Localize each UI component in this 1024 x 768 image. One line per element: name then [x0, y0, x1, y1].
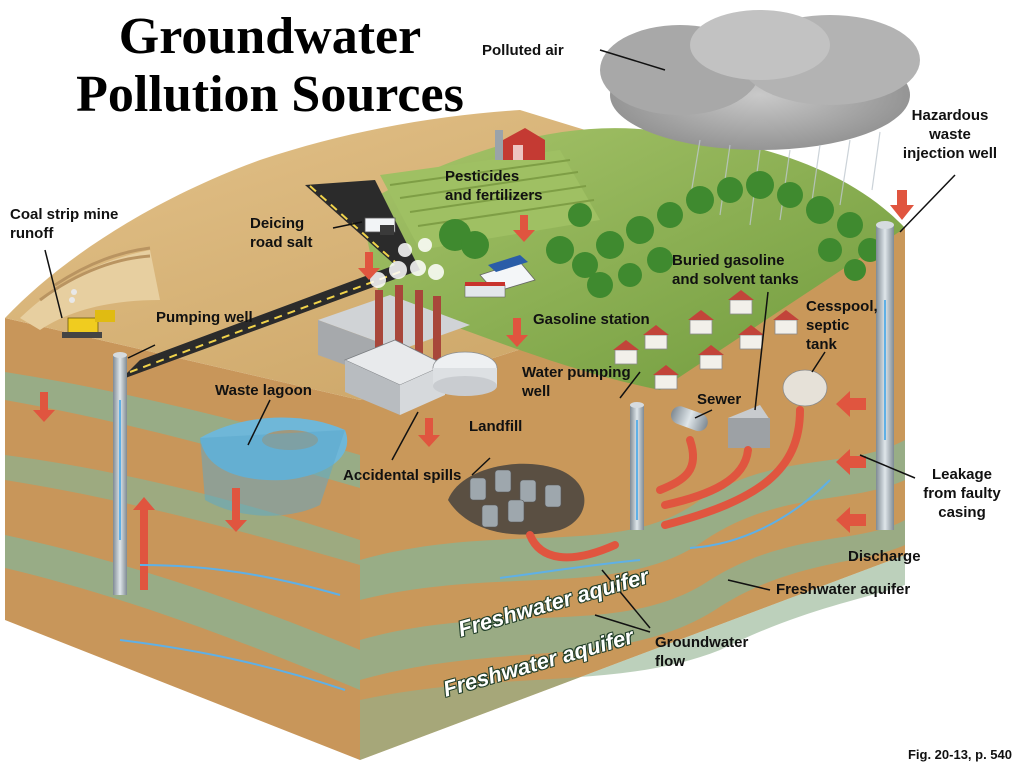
label-buried-tanks-l2: and solvent tanks [672, 271, 799, 288]
title-line-1: Groundwater [118, 8, 422, 65]
label-discharge: Discharge [848, 548, 921, 565]
leader-lines [44, 49, 956, 633]
label-deicing-l1: Deicing [250, 215, 305, 232]
label-pesticides-l2: and fertilizers [445, 187, 543, 204]
block-top-surface [5, 110, 905, 400]
label-buried-tanks-l1: Buried gasoline [672, 252, 785, 269]
gas-station [464, 255, 536, 298]
label-waste-lagoon: Waste lagoon [215, 382, 312, 399]
contamination-arrows [33, 190, 914, 590]
contamination-plumes [526, 406, 804, 562]
title-line-2: Pollution Sources [76, 66, 464, 123]
forest-trees [439, 171, 882, 298]
label-water-pumping-well: Water pumping well [522, 363, 631, 401]
label-pesticides-l1: Pesticides [445, 168, 520, 185]
houses [613, 290, 799, 390]
label-polluted-air: Polluted air [482, 42, 564, 59]
label-accidental-spills: Accidental spills [343, 467, 462, 484]
label-coal-strip-l1: Coal strip mine [10, 206, 119, 223]
label-pesticides: Pesticides and fertilizers [445, 167, 543, 205]
label-deicing-l2: road salt [250, 234, 313, 251]
label-leakage-l2: from faulty [923, 485, 1001, 502]
label-cesspool-l2: septic [806, 317, 850, 334]
label-cesspool-l3: tank [806, 336, 837, 353]
label-hazardous-waste-l3: injection well [902, 145, 998, 162]
label-leakage: Leakage from faulty casing [908, 465, 1016, 522]
label-buried-tanks: Buried gasoline and solvent tanks [672, 251, 799, 289]
page-title: Groundwater Pollution Sources [30, 8, 510, 124]
label-groundwater-flow-l1: Groundwater [655, 634, 749, 651]
polluted-cloud [600, 10, 920, 226]
label-freshwater-aquifer: Freshwater aquifer [776, 581, 911, 598]
label-pumping-well: Pumping well [156, 309, 253, 326]
label-water-pumping-well-l1: Water pumping [522, 364, 631, 381]
groundwater-flow-arrows [119, 300, 886, 691]
label-sewer: Sewer [697, 391, 742, 408]
label-groundwater-flow-l2: flow [655, 653, 685, 670]
label-hazardous-waste: Hazardous waste injection well [892, 106, 1008, 163]
label-landfill: Landfill [469, 418, 523, 435]
label-hazardous-waste-l1: Hazardous [911, 107, 989, 124]
label-groundwater-flow: Groundwater flow [655, 633, 748, 671]
label-coal-strip: Coal strip mine runoff [10, 205, 118, 243]
farm-barn [495, 128, 545, 160]
label-leakage-l3: casing [938, 504, 986, 521]
landfill [448, 463, 585, 535]
label-cesspool-l1: Cesspool, [806, 298, 878, 315]
sewer-pipe [671, 406, 708, 432]
label-water-pumping-well-l2: well [522, 383, 551, 400]
label-coal-strip-l2: runoff [10, 225, 54, 242]
label-deicing: Deicing road salt [250, 214, 313, 252]
buried-tank [728, 405, 770, 448]
figure-reference: Fig. 20-13, p. 540 [907, 747, 1012, 762]
truck [364, 217, 396, 235]
septic-tank [782, 369, 828, 407]
factory [318, 238, 498, 415]
label-gasoline-station: Gasoline station [533, 311, 650, 328]
label-hazardous-waste-l2: waste [929, 126, 971, 143]
label-cesspool: Cesspool, septic tank [806, 297, 878, 354]
label-leakage-l1: Leakage [931, 466, 993, 483]
bulldozer [62, 289, 115, 338]
